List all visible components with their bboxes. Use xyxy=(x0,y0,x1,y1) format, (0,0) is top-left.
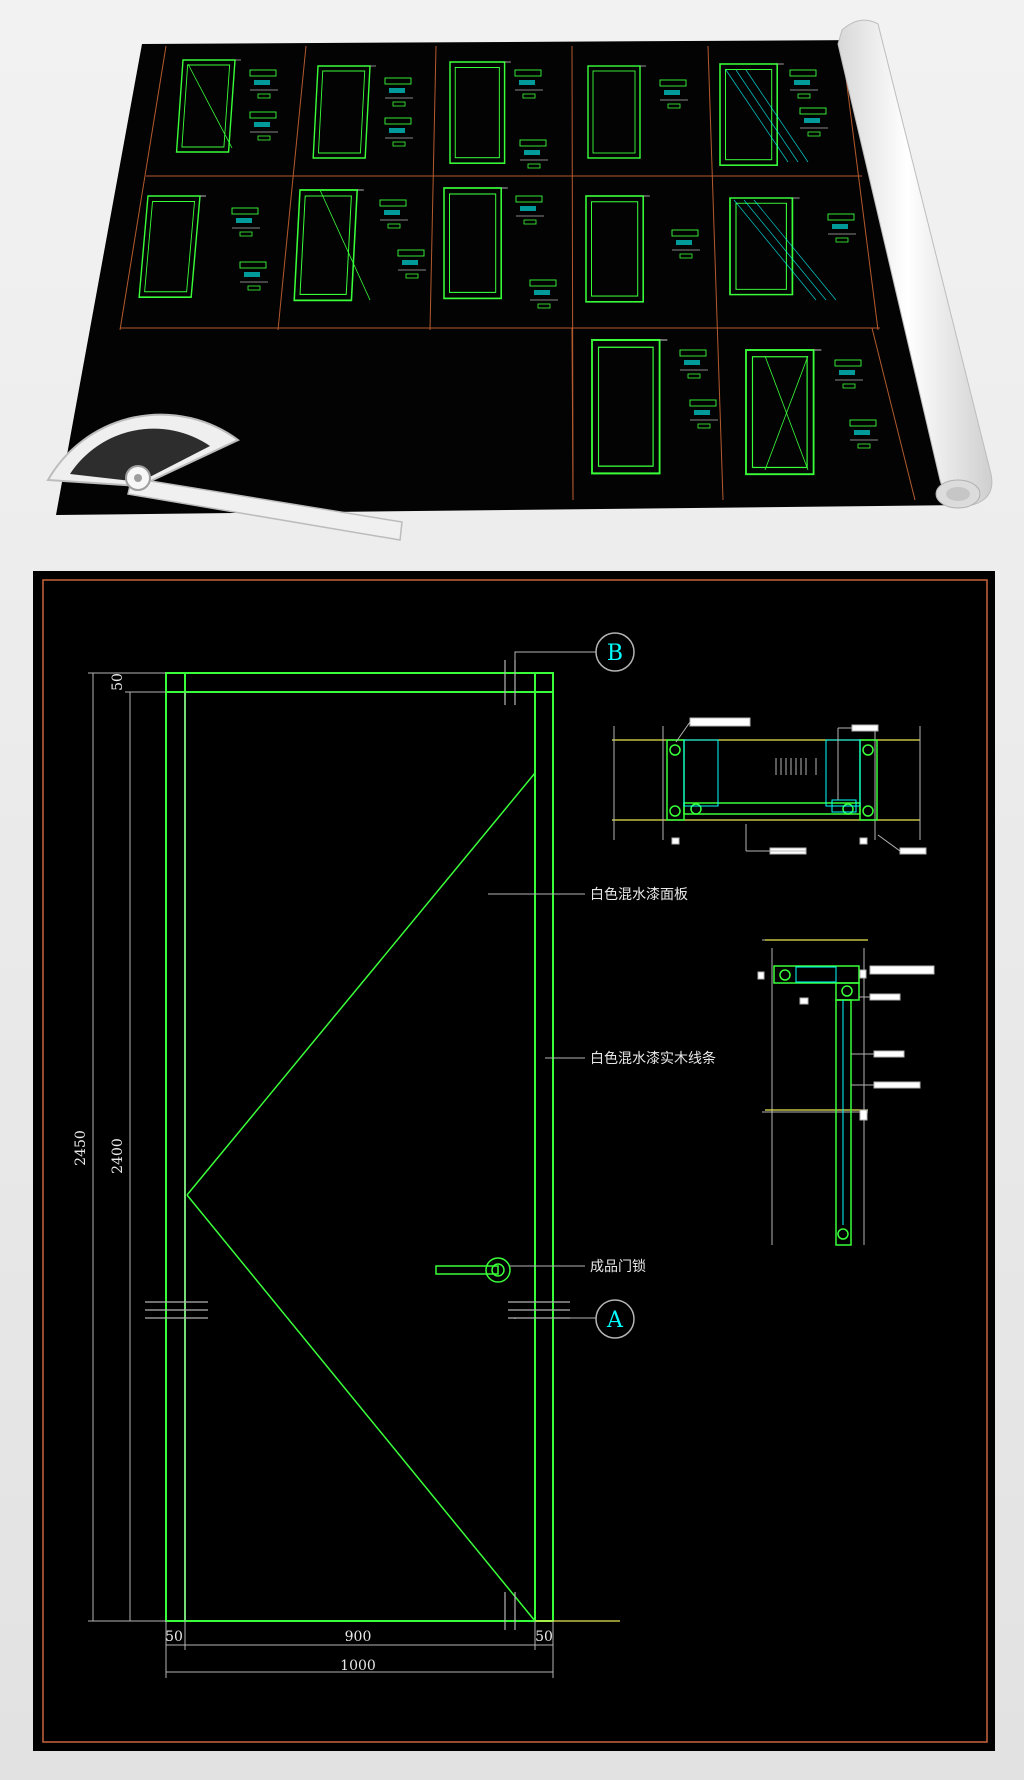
preview-grid xyxy=(119,45,916,501)
section-mark-b: B xyxy=(595,632,635,672)
swing-indicator xyxy=(186,772,536,1622)
svg-text:A: A xyxy=(606,1308,624,1333)
dim-total-height: 2450 xyxy=(73,1130,89,1166)
sheet-preview xyxy=(46,19,993,541)
dim-top-frame: 50 xyxy=(110,673,126,691)
svg-text:B: B xyxy=(607,641,623,666)
plan-section-detail xyxy=(612,717,927,855)
dim-left-frame: 50 xyxy=(165,1629,183,1645)
paper-roll-icon xyxy=(837,19,993,509)
dimensions xyxy=(88,672,554,1678)
dim-right-frame: 50 xyxy=(535,1629,553,1645)
preview-thumbnails xyxy=(138,59,879,476)
drawing-sheet xyxy=(33,571,995,1751)
dim-leaf-height: 2400 xyxy=(110,1138,126,1174)
callout-lock: 成品门锁 xyxy=(590,1259,646,1275)
sheet-border xyxy=(42,579,988,1743)
callout-panel: 白色混水漆面板 xyxy=(590,886,688,903)
vertical-section-detail xyxy=(757,939,935,1246)
door-lock-icon xyxy=(435,1257,511,1283)
main-drawing: 白色混水漆面板 白色混水漆实木线条 成品门锁 B A 50 2450 xyxy=(33,571,995,1751)
dim-total-width: 1000 xyxy=(340,1658,376,1674)
preview-sheet xyxy=(56,40,965,515)
door-frame-outer xyxy=(165,672,554,1622)
protractor-icon xyxy=(46,413,403,541)
dim-opening: 900 xyxy=(345,1629,372,1645)
door-elevation xyxy=(145,660,620,1630)
callout-trim: 白色混水漆实木线条 xyxy=(590,1050,716,1067)
section-mark-a: A xyxy=(595,1299,635,1339)
